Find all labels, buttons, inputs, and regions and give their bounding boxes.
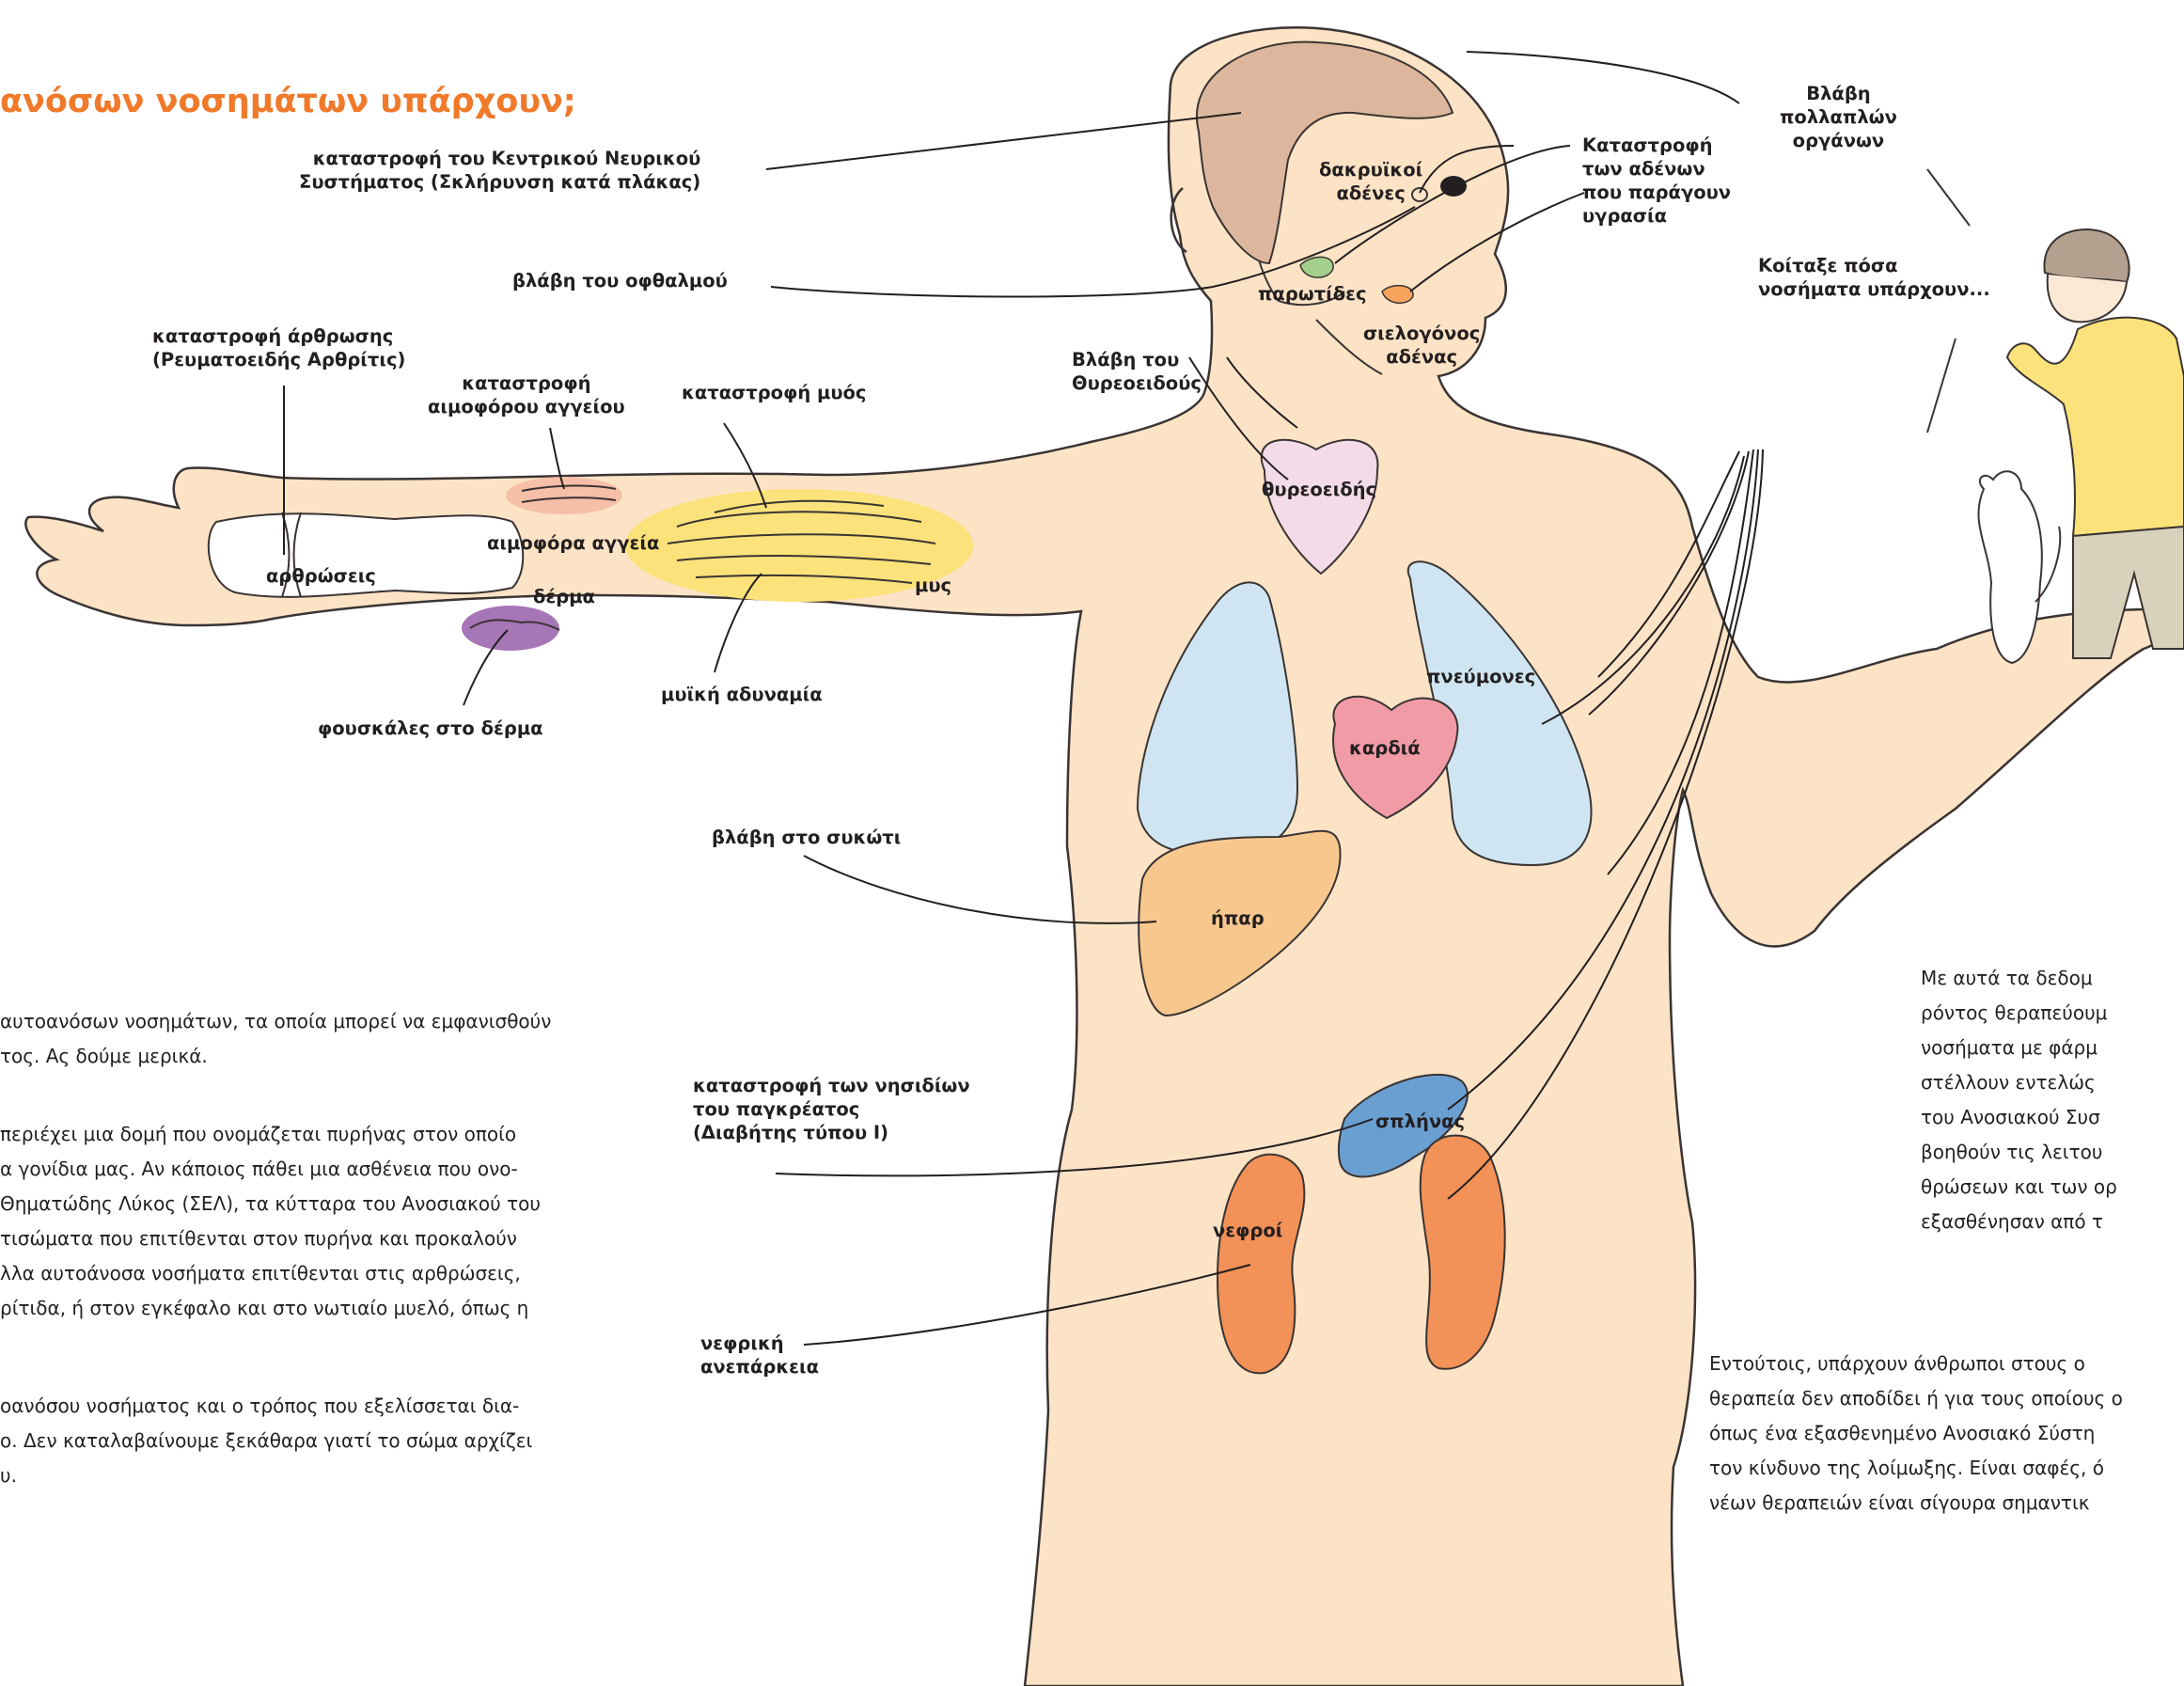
character-hair <box>2044 229 2129 282</box>
label-thyroid-damage: Βλάβη του Θυρεοειδούς <box>1072 348 1202 395</box>
label-liver: ήπαρ <box>1211 906 1265 930</box>
label-kidneys: νεφροί <box>1213 1219 1282 1242</box>
label-spleen: σπλήνας <box>1375 1110 1465 1133</box>
blood-vessel-shape <box>506 477 622 514</box>
left-paragraph-2: περιέχει μια δομή που ονομάζεται πυρήνας… <box>0 1117 541 1326</box>
label-salivary-gland: σιελογόνος αδένας <box>1363 322 1480 369</box>
label-joints: αρθρώσεις <box>266 564 376 588</box>
label-tear-glands: δακρυϊκοί αδένες <box>1319 158 1422 205</box>
left-paragraph-3: οανόσου νοσήματος και ο τρόπος που εξελί… <box>0 1389 532 1493</box>
label-blisters: φουσκάλες στο δέρμα <box>318 717 543 740</box>
right-paragraph-1: Με αυτά τα δεδομ ρόντος θεραπεύουμ νοσήμ… <box>1921 961 2117 1239</box>
label-blood-vessels: αιμοφόρα αγγεία <box>487 531 659 555</box>
label-vessel-damage: καταστροφή αιμοφόρου αγγείου <box>428 371 625 418</box>
label-pancreas-damage: καταστροφή των νησιδίων του παγκρέατος (… <box>693 1074 970 1144</box>
right-paragraph-2: Εντούτοις, υπάρχουν άνθρωποι στους ο θερ… <box>1709 1347 2123 1521</box>
small-character-illustration <box>1978 229 2184 663</box>
speech-stroke <box>1927 169 1970 226</box>
leader-multi-6 <box>1467 52 1739 103</box>
label-eye-damage: βλάβη του οφθαλμού <box>512 269 728 292</box>
label-cns-damage: καταστροφή του Κεντρικού Νευρικού Συστήμ… <box>299 147 700 194</box>
character-face <box>2048 275 2127 322</box>
skin-blister-shape <box>462 606 559 651</box>
label-skin: δέρμα <box>533 585 595 608</box>
label-gland-destruction: Καταστροφή των αδένων που παράγουν υγρασ… <box>1582 134 1731 228</box>
page-title: ανόσων νοσημάτων υπάρχουν; <box>0 83 576 120</box>
label-liver-damage: βλάβη στο συκώτι <box>712 826 901 849</box>
label-muscle-damage: καταστροφή μυός <box>682 381 866 404</box>
left-paragraph-1: αυτοανόσων νοσημάτων, τα οποία μπορεί να… <box>0 1004 551 1074</box>
label-heart: καρδιά <box>1349 736 1421 760</box>
label-thyroid: θυρεοειδής <box>1262 478 1376 501</box>
label-lungs: πνεύμονες <box>1426 665 1535 688</box>
label-speech: Κοίταξε πόσα νοσήματα υπάρχουν... <box>1758 254 1990 301</box>
label-renal-failure: νεφρική ανεπάρκεια <box>700 1331 819 1379</box>
label-joint-damage: καταστροφή άρθρωσης (Ρευματοειδής Αρθρίτ… <box>152 324 405 371</box>
label-muscle-weakness: μυϊκή αδυναμία <box>661 683 823 706</box>
label-parotids: παρωτίδες <box>1258 282 1367 306</box>
label-multi-organ: Βλάβη πολλαπλών οργάνων <box>1780 82 1897 152</box>
character-shirt <box>2007 318 2184 536</box>
label-muscle: μυς <box>915 574 951 597</box>
speech-stroke <box>1927 339 1956 433</box>
